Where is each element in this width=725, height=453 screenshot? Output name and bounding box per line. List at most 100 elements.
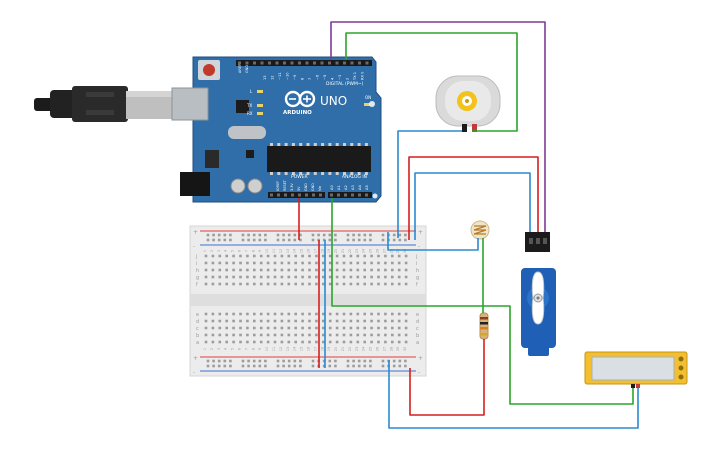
breadboard-col-label: 16	[307, 347, 311, 351]
digital-pin-label: 12	[271, 75, 275, 80]
breadboard-col-label: 13	[286, 347, 290, 351]
breadboard-col-label: 12	[279, 347, 283, 351]
photoresistor-icon[interactable]	[470, 220, 490, 240]
breadboard-col-label: 26	[376, 347, 380, 351]
breadboard-row-label: j	[415, 254, 417, 260]
breadboard-col-label: 13	[286, 249, 290, 253]
breadboard-row-label: b	[416, 333, 419, 339]
breadboard-col-label: 14	[293, 249, 297, 253]
breadboard-col-label: 21	[341, 249, 345, 253]
rail-plus-top: +	[193, 229, 198, 236]
power-pin-label: GND	[311, 183, 315, 191]
breadboard-col-label: 16	[307, 249, 311, 253]
breadboard-col-label: 5	[231, 348, 235, 350]
digital-pin-label: RX 0	[361, 71, 365, 80]
breadboard-col-label: 22	[348, 249, 352, 253]
breadboard-row-label: j	[195, 254, 197, 260]
wire-blue-servo-ground[interactable]	[414, 172, 531, 240]
digital-pin-label: ~5	[323, 75, 327, 80]
digital-pin-label: 13	[263, 75, 267, 80]
breadboard-row-label: d	[416, 319, 419, 325]
rail-minus-top-right: -	[418, 243, 420, 250]
breadboard-row-label: e	[196, 312, 199, 318]
digital-pin-label: 2	[346, 78, 350, 80]
wire-blue-motor[interactable]	[397, 130, 462, 238]
breadboard-col-label: 22	[348, 347, 352, 351]
breadboard-col-label: 19	[327, 347, 331, 351]
wire-red-resistor-return[interactable]	[409, 339, 485, 416]
breadboard-col-label: 21	[341, 347, 345, 351]
breadboard-col-label: 3	[217, 348, 221, 350]
digital-pin-label: ~10	[286, 72, 290, 80]
servo-icon[interactable]	[521, 232, 556, 356]
wire-blue-lcd-ground[interactable]	[388, 360, 639, 429]
breadboard-col-label: 25	[369, 249, 373, 253]
breadboard-row-label: h	[416, 268, 419, 274]
rail-plus-bottom: +	[193, 355, 198, 362]
digital-pin-label: 4	[331, 77, 335, 80]
lcd-display-icon[interactable]	[584, 351, 688, 388]
breadboard-col-label: 6	[238, 250, 242, 252]
breadboard-row-label: h	[196, 268, 199, 274]
breadboard-col-label: 18	[320, 347, 324, 351]
analog-header-label: ANALOG IN	[342, 174, 367, 180]
analog-pin-label: A4	[358, 185, 362, 190]
breadboard-row-label: a	[196, 340, 199, 346]
breadboard-col-label: 2	[210, 250, 214, 252]
digital-pin-label: 8	[301, 77, 305, 80]
breadboard-col-label: 10	[265, 347, 269, 351]
analog-header[interactable]	[328, 192, 372, 198]
rail-minus-bottom-right: -	[418, 369, 420, 376]
breadboard-col-label: 30	[403, 249, 407, 253]
digital-pin-label: ~6	[316, 74, 320, 80]
breadboard-row-label: i	[416, 261, 417, 267]
breadboard-col-label: 7	[244, 250, 248, 252]
breadboard-col-label: 20	[334, 249, 338, 253]
breadboard-col-label: 29	[396, 249, 400, 253]
breadboard-col-label: 26	[376, 249, 380, 253]
breadboard-row-label: f	[196, 282, 198, 288]
wire-purple-servo-signal[interactable]	[330, 21, 546, 232]
breadboard-row-label: c	[416, 326, 419, 332]
breadboard-col-label: 27	[382, 347, 386, 351]
dc-power-jack[interactable]	[180, 172, 210, 196]
power-pin-label: GND	[304, 183, 308, 191]
breadboard-col-label: 9	[258, 250, 262, 252]
breadboard-col-label: 8	[251, 250, 255, 252]
breadboard-col-label: 15	[300, 249, 304, 253]
breadboard-col-label: 23	[355, 347, 359, 351]
breadboard-col-label: 17	[313, 249, 317, 253]
power-pin-label: 5V	[297, 186, 301, 191]
breadboard-col-label: 17	[313, 347, 317, 351]
on-led-label: ON	[365, 95, 371, 100]
wire-red-servo-power[interactable]	[408, 156, 539, 240]
rail-minus-bottom: -	[193, 369, 195, 376]
breadboard-col-label: 9	[258, 348, 262, 350]
analog-pin-label: A5	[365, 185, 369, 190]
digital-pin-label: 7	[308, 78, 312, 80]
resistor-icon[interactable]	[479, 312, 489, 340]
aref-label: AREF	[238, 64, 242, 73]
power-header-label: POWER	[291, 174, 308, 180]
breadboard-col-label: 6	[238, 348, 242, 350]
wires	[298, 21, 639, 429]
breadboard-col-label: 11	[272, 249, 276, 253]
breadboard-col-label: 18	[320, 249, 324, 253]
digital-header[interactable]	[236, 60, 372, 66]
breadboard-col-label: 4	[224, 250, 228, 252]
breadboard-col-label: 28	[389, 249, 393, 253]
breadboard-col-label: 5	[231, 250, 235, 252]
gnd-label: GND	[245, 65, 249, 73]
breadboard-col-label: 20	[334, 347, 338, 351]
breadboard-col-label: 27	[382, 249, 386, 253]
dc-motor-icon[interactable]	[435, 75, 501, 132]
wire-green-a0-lcd[interactable]	[331, 198, 634, 405]
arduino-logo-icon	[284, 90, 316, 108]
wire-blue-photoresistor[interactable]	[387, 232, 479, 251]
wire-green-motor[interactable]	[345, 32, 518, 132]
arduino-brand-text: ARDUINO	[283, 110, 312, 116]
tx-led-label: TX	[246, 103, 252, 108]
power-header[interactable]	[268, 192, 325, 198]
